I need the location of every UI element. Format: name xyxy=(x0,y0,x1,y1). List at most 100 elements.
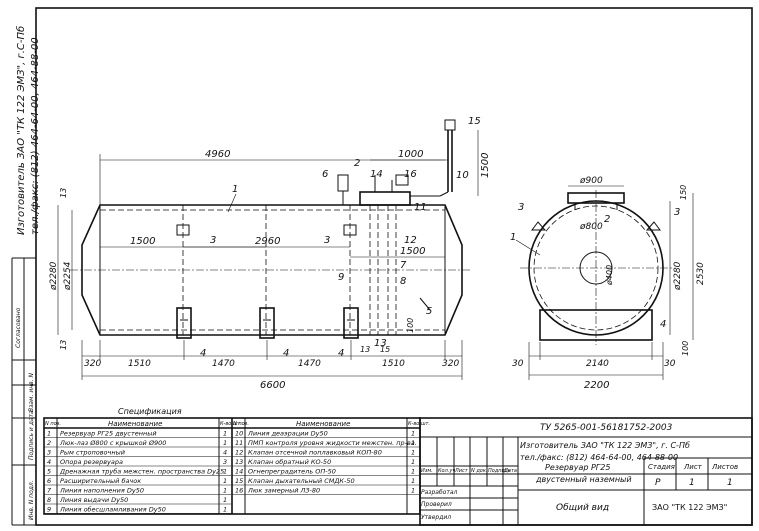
spec-pos: 6 xyxy=(47,477,51,485)
dim-30-left: 30 xyxy=(512,359,524,369)
spec-name: Дренажная труба межстен. пространства Dy… xyxy=(59,467,224,475)
spec-pos: 2 xyxy=(47,439,51,447)
hdr-izm: Изм. xyxy=(421,468,433,474)
dim-150: 150 xyxy=(679,185,688,200)
spec-hdr-name-l: Наименование xyxy=(108,420,162,428)
utverdil: Утвердил xyxy=(421,514,451,521)
company-name: ЗАО "ТК 122 ЭМЗ" xyxy=(652,503,727,512)
doc-code: ТУ 5265-001-56181752-2003 xyxy=(540,423,673,433)
dim-15: 15 xyxy=(380,345,390,354)
spec-name: ПМП контроля уровня жидкости межстен. пр… xyxy=(248,439,417,447)
spec-pos: 5 xyxy=(47,467,51,475)
callout-4a: 4 xyxy=(200,348,206,359)
callout-2: 2 xyxy=(354,158,360,169)
spec-name: Клапан дыхательный СМДК-50 xyxy=(248,477,355,485)
spec-qty: 1 xyxy=(223,439,227,447)
top-manhole xyxy=(567,192,625,204)
spec-pos: 15 xyxy=(235,477,243,485)
dim-320-right: 320 xyxy=(442,359,459,369)
list-value: 1 xyxy=(689,478,695,488)
spec-qty: 1 xyxy=(223,477,227,485)
spec-qty: 1 xyxy=(411,448,415,456)
sheet-frame xyxy=(35,7,753,526)
listov-value: 1 xyxy=(727,478,733,488)
callout-3a: 3 xyxy=(210,235,216,246)
dim-4960: 4960 xyxy=(205,149,230,160)
dim-13-mid: 13 xyxy=(360,345,370,354)
spec-pos: 9 xyxy=(47,505,51,513)
label-soglasovano: Согласовано xyxy=(15,307,22,348)
spec-hdr-qty-r: К-во шт. xyxy=(408,421,430,427)
dim-1500-mid: 1500 xyxy=(130,236,155,247)
hdr-podpis: Подпись xyxy=(488,468,511,474)
manhole xyxy=(359,191,411,206)
label-inv-podl: Инв. N подл. xyxy=(28,480,35,520)
spec-pos: 11 xyxy=(235,439,243,447)
stadia-value: Р xyxy=(655,478,661,488)
spec-name: Линия наполнения Dy50 xyxy=(59,486,144,494)
callout-9: 9 xyxy=(338,272,344,283)
lifting-lug xyxy=(176,224,190,236)
spec-pos: 3 xyxy=(47,448,51,456)
spec-pos: 7 xyxy=(47,486,52,494)
spec-name: Огнепреградитель ОП-50 xyxy=(248,467,336,475)
dim-2280-side: ø2280 xyxy=(673,261,683,291)
dim-1510-right: 1510 xyxy=(382,359,405,369)
callout-4b: 4 xyxy=(283,348,289,359)
spec-qty: 1 xyxy=(223,505,227,513)
spec-name: Линия выдачи Dy50 xyxy=(59,496,128,504)
dim-1000: 1000 xyxy=(398,149,423,160)
hdr-data: Дата xyxy=(503,468,517,474)
spec-hdr-name-r: Наименование xyxy=(296,420,350,428)
maker-line2: тел./факс: (812) 464-64-00, 464-88-00 xyxy=(520,453,678,462)
dim-6600: 6600 xyxy=(260,380,285,391)
spec-hdr-pos-l: N поз. xyxy=(45,421,61,427)
support xyxy=(176,307,192,339)
spec-name: Клапан обратный КО-50 xyxy=(248,458,331,466)
spec-qty: 3 xyxy=(223,458,227,466)
proveril: Проверил xyxy=(421,501,452,508)
dim-13-bot: 13 xyxy=(59,340,68,350)
dim-1510-left: 1510 xyxy=(128,359,151,369)
spec-name: Клапан отсечной поплавковый КОП-80 xyxy=(248,448,382,456)
dim-1500-right: 1500 xyxy=(400,246,425,257)
spec-name: Люк-лаз Ø800 с крышкой Ø900 xyxy=(59,439,166,447)
sheet-title: Общий вид xyxy=(556,503,609,513)
spec-qty: 1 xyxy=(411,477,415,485)
hdr-koluch: Кол.уч xyxy=(438,468,455,474)
lifting-lug xyxy=(343,224,357,236)
product-line1: Резервуар РГ25 xyxy=(545,463,610,472)
dim-1500-top: 1500 xyxy=(480,153,491,178)
callout-16: 16 xyxy=(404,169,417,180)
list-label: Лист xyxy=(683,463,703,471)
spec-qty: 1 xyxy=(411,486,415,494)
callout-6: 6 xyxy=(322,169,328,180)
spec-pos: 14 xyxy=(235,467,243,475)
hdr-list: Лист xyxy=(454,468,469,474)
side-callout-2: 2 xyxy=(604,214,610,225)
spec-name: Линия обесшламливания Dy50 xyxy=(59,505,166,513)
razrabotal: Разработал xyxy=(421,489,458,496)
callout-4c: 4 xyxy=(338,348,344,359)
side-view xyxy=(520,190,672,345)
dim-13-top: 13 xyxy=(59,188,68,198)
side-note-line1: Изготовитель ЗАО "ТК 122 ЭМЗ", г.С-Пб xyxy=(15,26,27,235)
spec-hdr-pos-r: N поз. xyxy=(233,421,249,427)
front-view xyxy=(70,119,470,339)
spec-qty: 1 xyxy=(411,458,415,466)
specification-table: Спецификация N поз. Наименование К-во шт… xyxy=(43,407,430,515)
callout-14: 14 xyxy=(370,169,383,180)
spec-pos: 16 xyxy=(235,486,243,494)
spec-qty: 4 xyxy=(223,448,227,456)
spec-name: Расширительный бачок xyxy=(60,477,141,485)
listov-label: Листов xyxy=(711,463,738,471)
callout-7: 7 xyxy=(400,260,407,271)
side-callout-3b: 3 xyxy=(674,207,680,218)
side-dimensions: ø900 ø800 ø400 150 ø2280 2530 100 30 214… xyxy=(512,176,706,391)
dim-2280-front: ø2280 xyxy=(49,261,59,291)
front-callouts: 1 2 3 3 4 4 4 5 6 7 8 9 10 11 12 13 14 1… xyxy=(200,116,481,359)
spec-title: Спецификация xyxy=(118,407,182,416)
side-callout-3a: 3 xyxy=(518,202,524,213)
dim-100-front: 100 xyxy=(406,318,415,333)
